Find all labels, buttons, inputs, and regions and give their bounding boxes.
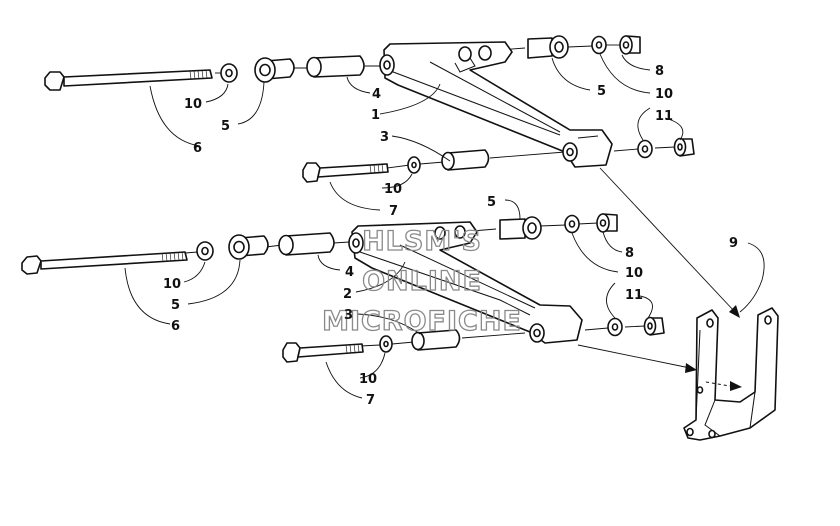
short-bolt-lower <box>282 342 364 363</box>
nut-lower <box>643 316 665 336</box>
callout-upper-4: 4 <box>372 87 381 102</box>
callout-lower-7: 7 <box>366 393 375 408</box>
sleeve-lower-short <box>411 329 461 351</box>
flanged-bushing-lower-right <box>499 216 542 240</box>
washer-lower-left <box>196 241 214 261</box>
callout-upper-10c: 10 <box>384 182 402 197</box>
callout-lower-10c: 10 <box>359 372 377 387</box>
callout-upper-1: 1 <box>371 108 380 123</box>
callouts-lower: 5 8 10 11 10 5 6 4 2 3 10 7 <box>163 195 643 408</box>
callout-upper-11: 11 <box>655 109 673 124</box>
callout-upper-10b: 10 <box>655 87 673 102</box>
watermark-line-3: MICROFICHE <box>322 306 522 337</box>
callout-lower-2: 2 <box>343 287 352 302</box>
flanged-bushing-upper-left <box>254 57 295 83</box>
callout-lower-3: 3 <box>344 308 353 323</box>
callout-lower-6: 6 <box>171 319 180 334</box>
sleeve-upper-short <box>441 149 490 171</box>
long-bolt-lower <box>21 251 188 275</box>
cap-upper <box>619 35 641 55</box>
sleeve-lower <box>278 232 335 256</box>
washer-lower-right <box>564 214 580 234</box>
watermark-line-1: HLSM'S <box>362 226 482 257</box>
callout-upper-5b: 5 <box>597 84 606 99</box>
lower-arrow-head <box>685 363 697 373</box>
callout-lower-10b: 10 <box>625 266 643 281</box>
callout-upper-6: 6 <box>193 141 202 156</box>
watermark: HLSM'S ONLINE MICROFICHE <box>321 225 522 337</box>
washer-upper-bottom <box>407 156 421 174</box>
callout-bracket-9: 9 <box>729 236 738 251</box>
a-arm-upper <box>379 41 613 168</box>
callout-lower-5a: 5 <box>171 298 180 313</box>
upper-arrow-head <box>729 305 740 318</box>
upper-assembly <box>44 35 695 183</box>
callout-lower-4: 4 <box>345 265 354 280</box>
lower-assembly <box>21 213 665 363</box>
callout-upper-8: 8 <box>655 64 664 79</box>
callout-upper-3: 3 <box>380 130 389 145</box>
washer-upper-right <box>591 35 607 55</box>
callout-lower-8: 8 <box>625 246 634 261</box>
watermark-line-2: ONLINE <box>362 266 482 297</box>
leader-lines <box>124 53 765 399</box>
washer-lower-bottom <box>379 335 393 353</box>
mounting-bracket <box>683 307 779 441</box>
short-bolt-upper <box>302 162 389 183</box>
washer-upper-right-bottom <box>637 139 653 159</box>
nut-upper <box>673 137 695 157</box>
washer-upper-left <box>220 63 238 83</box>
callout-lower-10a: 10 <box>163 277 181 292</box>
callouts-upper: 10 5 6 4 1 3 5 8 10 11 10 7 <box>184 64 673 219</box>
callout-lower-5b: 5 <box>487 195 496 210</box>
long-bolt-upper <box>44 69 213 91</box>
sleeve-upper <box>306 55 365 78</box>
cap-lower <box>596 213 618 233</box>
flanged-bushing-upper-right <box>527 35 569 59</box>
washer-lower-right-bottom <box>607 317 623 337</box>
callout-lower-11: 11 <box>625 288 643 303</box>
a-arm-lower <box>348 221 583 344</box>
assembly-arrows <box>577 167 740 373</box>
callout-upper-5a: 5 <box>221 119 230 134</box>
flanged-bushing-lower-left <box>228 234 269 260</box>
callout-upper-7: 7 <box>389 204 398 219</box>
callout-upper-10a: 10 <box>184 97 202 112</box>
